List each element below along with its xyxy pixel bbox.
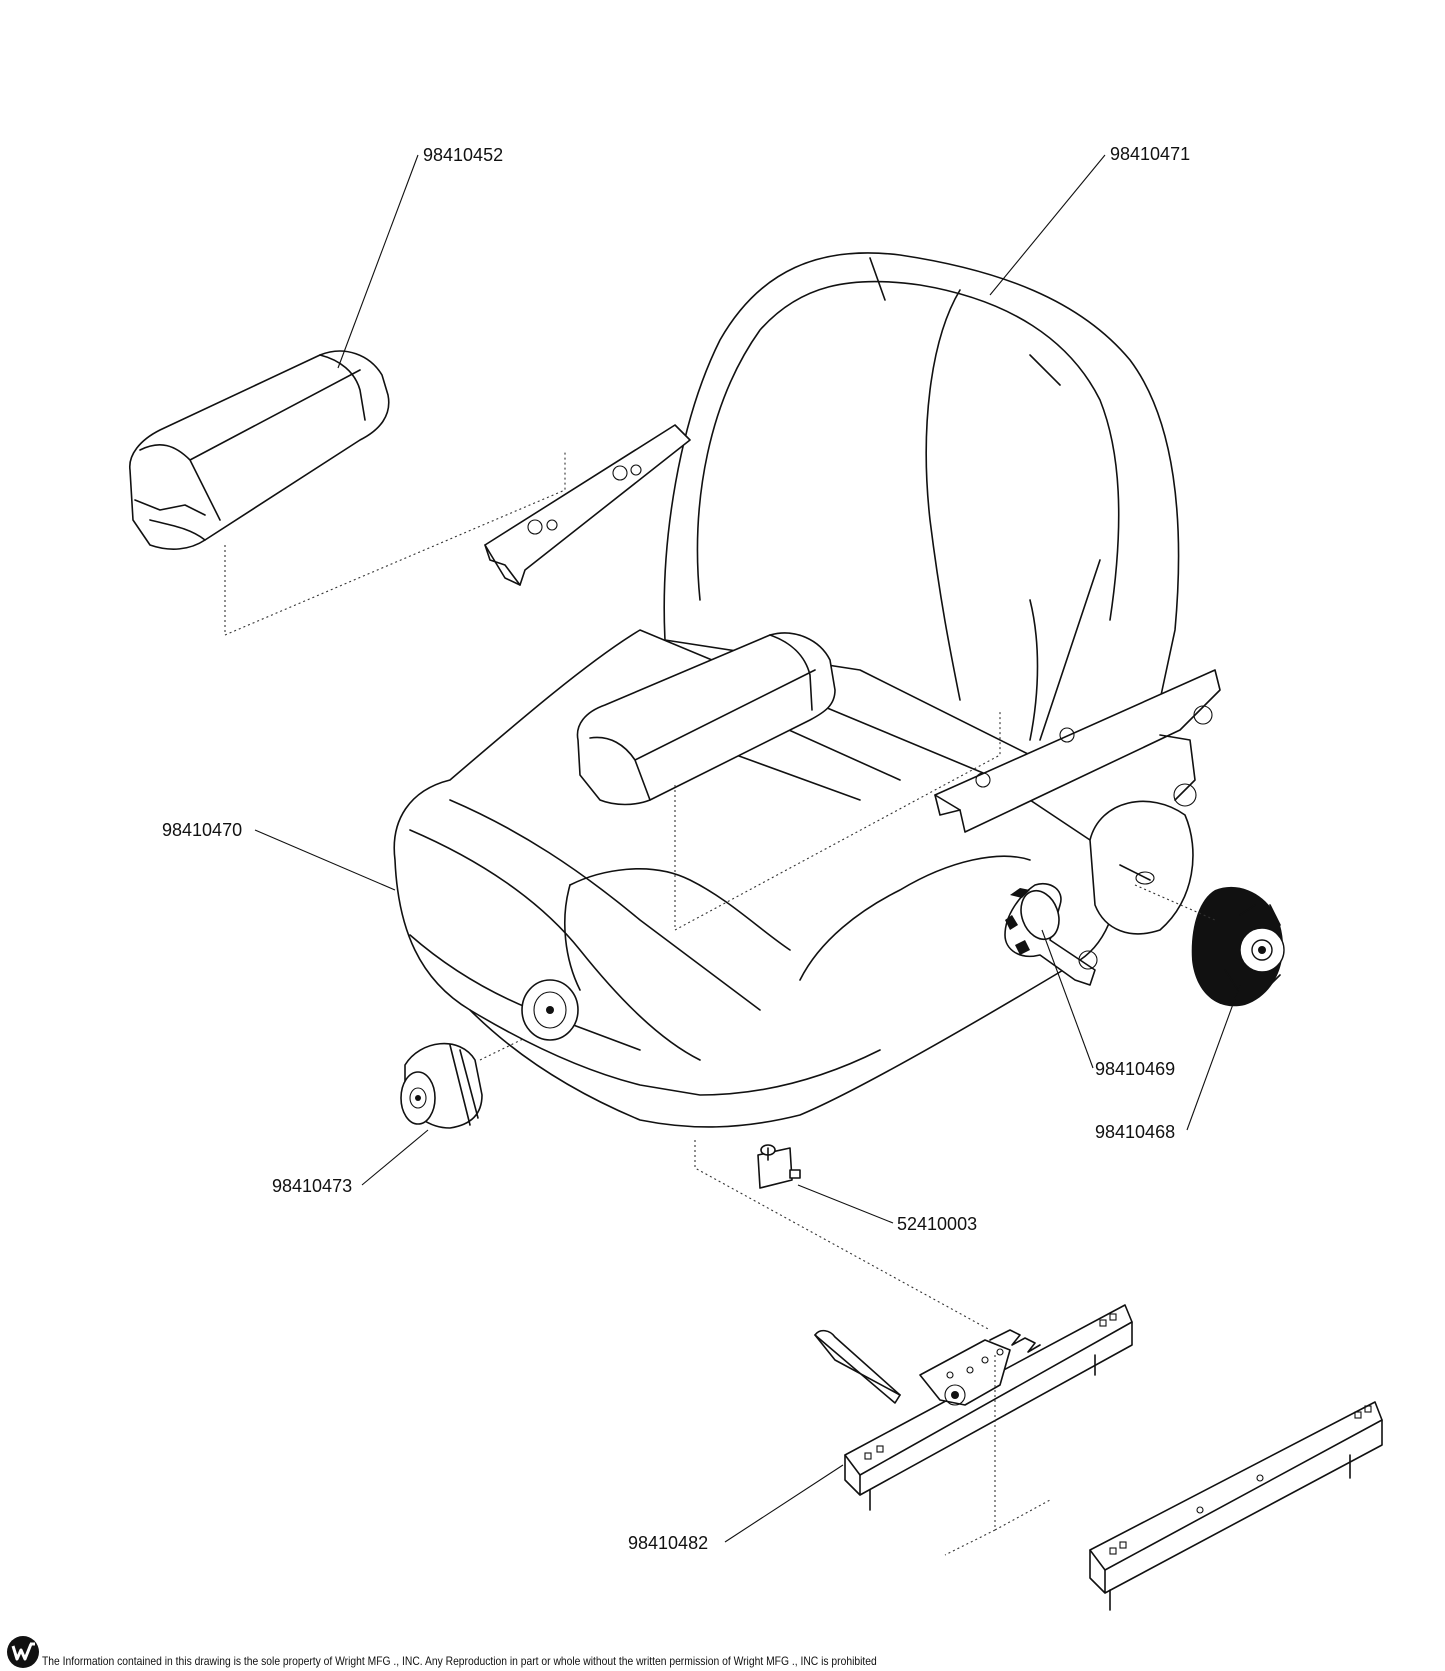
label-lumbar-knob: 98410473: [272, 1176, 352, 1196]
label-backrest: 98410471: [1110, 144, 1190, 164]
mounted-armrest: [576, 632, 836, 806]
label-switch: 52410003: [897, 1214, 977, 1234]
label-adjust-knob: 98410468: [1095, 1122, 1175, 1142]
label-seat-cushion: 98410470: [162, 820, 242, 840]
leader-lines: [254, 154, 1241, 1543]
hinge-plate: [1089, 800, 1194, 935]
slide-rail-part: [814, 1304, 1383, 1611]
seat-side-wheel: [521, 979, 579, 1041]
label-armrest: 98410452: [423, 145, 503, 165]
recline-lever-part: [1004, 883, 1098, 986]
left-armrest-bracket: [484, 424, 691, 586]
alignment-lines: [224, 450, 1216, 1556]
adjust-knob-part: [1191, 886, 1285, 1007]
armrest-part: [129, 350, 390, 550]
label-recline-lever: 98410469: [1095, 1059, 1175, 1079]
wright-logo-icon: [7, 1636, 39, 1668]
label-slide-rail: 98410482: [628, 1533, 708, 1553]
footer: The Information contained in this drawin…: [6, 1636, 1013, 1669]
right-armrest-bracket: [934, 669, 1221, 833]
footer-notice: The Information contained in this drawin…: [42, 1654, 877, 1668]
lumbar-knob-part: [400, 1042, 483, 1129]
seat-switch-part: [757, 1144, 801, 1189]
